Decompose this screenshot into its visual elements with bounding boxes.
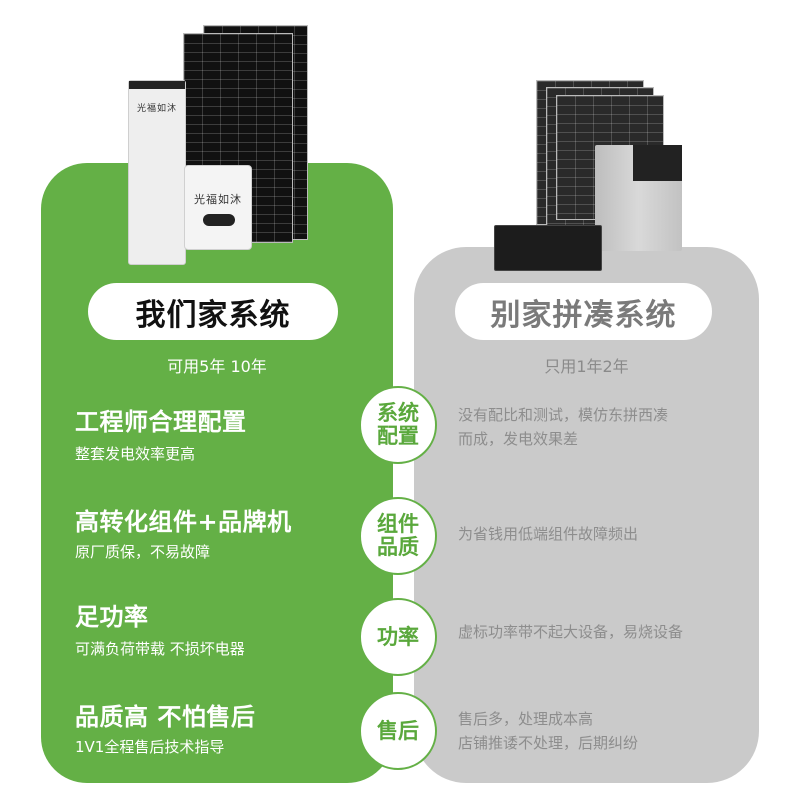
badge-3-line1: 功率	[377, 624, 419, 649]
badge-1-line2: 配置	[377, 424, 419, 448]
tower-display	[129, 81, 185, 89]
our-product-image: 光福如沐 光福如沐	[120, 25, 320, 275]
inverter-brand-label: 光福如沐	[194, 193, 242, 206]
tower-brand-label: 光福如沐	[136, 104, 177, 114]
other-lifespan: 只用1年2年	[544, 357, 629, 376]
other-item-1-line1: 没有配比和测试，模仿东拼西凑	[458, 406, 669, 424]
badge-component-quality: 组件 品质	[359, 497, 437, 575]
our-feature-desc-3: 可满负荷带载 不损坏电器	[75, 640, 245, 658]
inverter: 光福如沐	[184, 165, 252, 250]
other-system-title: 别家拼凑系统	[455, 283, 712, 340]
other-item-1: 没有配比和测试，模仿东拼西凑 而成，发电效果差	[458, 403, 748, 451]
other-item-4: 售后多，处理成本高 店铺推诿不处理，后期纠纷	[458, 707, 748, 755]
our-feature-title-3: 足功率	[75, 603, 149, 631]
other-item-2: 为省钱用低端组件故障频出	[458, 522, 748, 546]
other-item-3: 虚标功率带不起大设备，易烧设备	[458, 620, 748, 644]
our-feature-title-2: 高转化组件+品牌机	[75, 508, 292, 536]
our-feature-desc-4: 1V1全程售后技术指导	[75, 738, 225, 756]
other-battery	[494, 225, 602, 271]
our-feature-title-1: 工程师合理配置	[75, 408, 247, 436]
other-item-2-line1: 为省钱用低端组件故障频出	[458, 525, 639, 543]
other-item-4-line2: 店铺推诿不处理，后期纠纷	[458, 734, 639, 752]
badge-2-line1: 组件	[377, 512, 419, 536]
our-lifespan: 可用5年 10年	[167, 357, 267, 376]
our-feature-desc-1: 整套发电效率更高	[75, 445, 196, 463]
other-item-4-line1: 售后多，处理成本高	[458, 710, 594, 728]
other-product-image	[490, 75, 690, 271]
battery-tower: 光福如沐	[128, 80, 186, 265]
badge-2-line2: 品质	[377, 535, 419, 559]
badge-power: 功率	[359, 598, 437, 676]
other-item-1-line2: 而成，发电效果差	[458, 430, 579, 448]
our-feature-title-4: 品质高 不怕售后	[75, 703, 256, 731]
badge-4-line1: 售后	[377, 718, 419, 743]
other-inverter	[595, 145, 682, 251]
badge-system-config: 系统 配置	[359, 386, 437, 464]
our-system-title: 我们家系统	[88, 283, 338, 340]
badge-after-sales: 售后	[359, 692, 437, 770]
our-system-card	[41, 163, 393, 783]
other-inverter-panel	[633, 145, 682, 181]
inverter-display	[203, 214, 235, 226]
badge-1-line1: 系统	[377, 401, 419, 425]
our-feature-desc-2: 原厂质保，不易故障	[75, 543, 211, 561]
other-item-3-line1: 虚标功率带不起大设备，易烧设备	[458, 623, 684, 641]
